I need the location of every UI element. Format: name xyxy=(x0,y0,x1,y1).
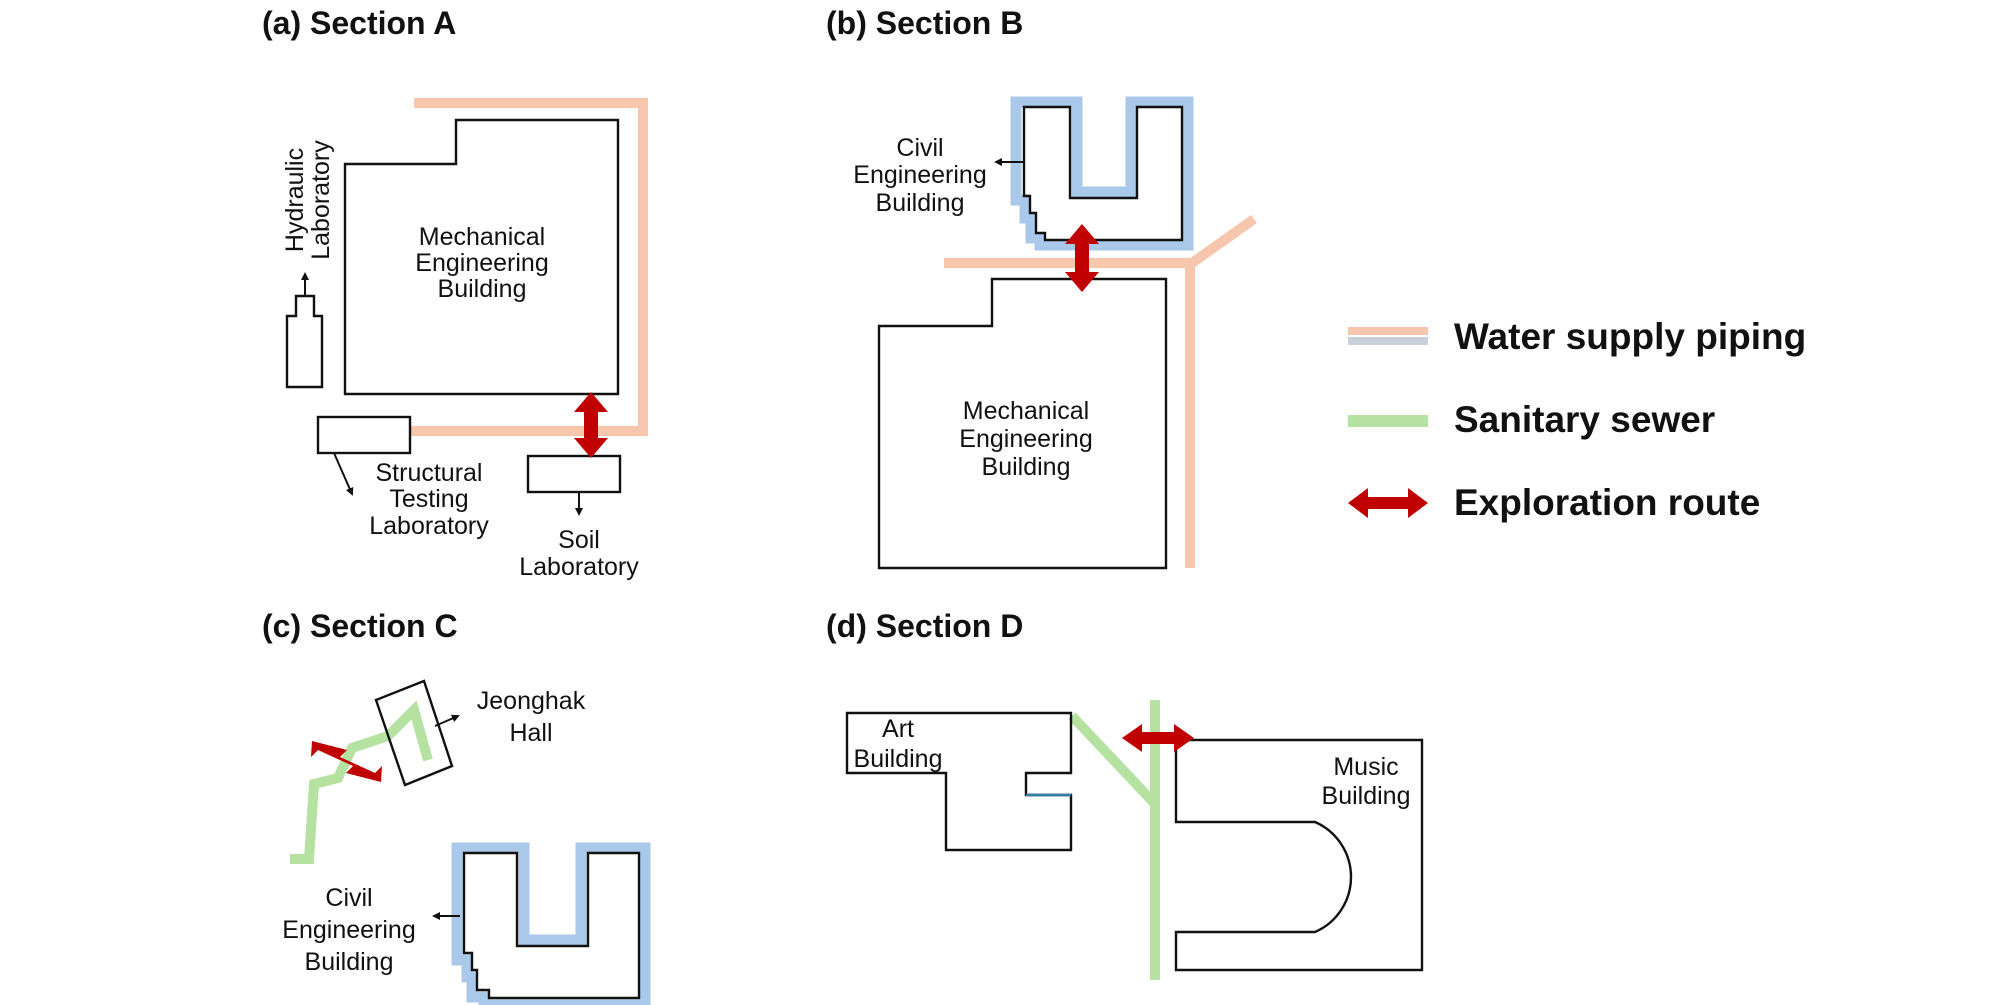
structural-label-2: Testing xyxy=(389,485,468,513)
section-d-title: (d) Section D xyxy=(826,608,1023,644)
mechanical-engineering-building xyxy=(877,277,1168,570)
civil-label-3: Building xyxy=(305,948,394,976)
exploration-route-b xyxy=(1065,224,1099,292)
civil-label-1: Civil xyxy=(896,134,943,162)
jeonghak-hall xyxy=(374,679,454,787)
music-building xyxy=(1174,738,1424,972)
mechanical-engineering-building xyxy=(343,118,620,396)
civil-building-outline xyxy=(451,842,651,1005)
jeonghak-label-2: Hall xyxy=(509,719,552,747)
legend: Water supply piping Sanitary sewer Explo… xyxy=(1348,316,1806,523)
legend-exploration-label: Exploration route xyxy=(1454,482,1760,523)
soil-laboratory xyxy=(526,454,622,494)
music-label-1: Music xyxy=(1333,753,1398,781)
mech-building-label-1: Mechanical xyxy=(963,397,1089,425)
hydraulic-label-2: Laboratory xyxy=(307,140,335,260)
exploration-route-c xyxy=(311,741,382,782)
section-b-title: (b) Section B xyxy=(826,5,1023,41)
civil-label-3: Building xyxy=(876,189,965,217)
section-c-title: (c) Section C xyxy=(262,608,458,644)
panel-section-c: (c) Section C Jeonghak Hall Civil Engine… xyxy=(262,608,651,1005)
civil-engineering-building xyxy=(1022,105,1184,242)
structural-testing-laboratory xyxy=(316,415,412,455)
sanitary-sewer xyxy=(1068,712,1159,808)
exploration-route-a xyxy=(574,392,608,458)
mech-building-label-3: Building xyxy=(982,453,1071,481)
jeonghak-pointer-arrow xyxy=(434,714,460,727)
structural-label-1: Structural xyxy=(376,459,483,487)
panel-section-b: (b) Section B Civil Engineering Building… xyxy=(826,5,1257,570)
legend-water-label: Water supply piping xyxy=(1454,316,1806,357)
mech-building-label-2: Engineering xyxy=(959,425,1092,453)
mech-building-label-1: Mechanical xyxy=(419,223,545,251)
exploration-route-d xyxy=(1122,724,1194,752)
civil-engineering-building xyxy=(462,851,641,1000)
music-label-2: Building xyxy=(1322,782,1411,810)
art-label-1: Art xyxy=(882,715,914,743)
soil-label-2: Laboratory xyxy=(519,553,639,581)
legend-sewer-label: Sanitary sewer xyxy=(1454,399,1715,440)
water-supply-pipe xyxy=(410,98,648,436)
legend-sewer-swatch xyxy=(1348,415,1428,427)
mech-building-label-2: Engineering xyxy=(415,249,548,277)
art-label-2: Building xyxy=(854,745,943,773)
panel-section-d: (d) Section D Art Building Music Buildin… xyxy=(826,608,1424,980)
jeonghak-label-1: Jeonghak xyxy=(477,687,586,715)
civil-label-1: Civil xyxy=(325,884,372,912)
art-building xyxy=(845,711,1073,852)
sanitary-sewer xyxy=(290,700,433,864)
civil-building-outline xyxy=(1010,96,1194,251)
civil-label-2: Engineering xyxy=(282,916,415,944)
soil-label-1: Soil xyxy=(558,526,600,554)
mech-building-label-3: Building xyxy=(438,275,527,303)
hydraulic-laboratory xyxy=(285,294,324,389)
structural-pointer-arrow xyxy=(333,452,354,496)
civil-label-2: Engineering xyxy=(853,161,986,189)
panel-section-a: (a) Section A Mechanical Engineering Bui… xyxy=(262,5,648,581)
section-a-title: (a) Section A xyxy=(262,5,456,41)
legend-water-swatch xyxy=(1348,327,1428,335)
structural-label-3: Laboratory xyxy=(369,512,489,540)
legend-exploration-swatch xyxy=(1348,488,1428,518)
hydraulic-label-1: Hydraulic xyxy=(281,148,309,252)
legend-water-swatch-alt xyxy=(1348,337,1428,345)
